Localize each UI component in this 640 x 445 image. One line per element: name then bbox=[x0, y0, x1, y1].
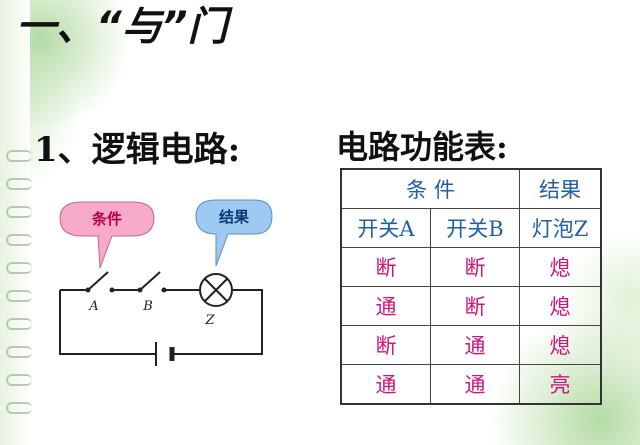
result-header: 结果 bbox=[519, 168, 602, 209]
table-cell: 亮 bbox=[519, 364, 602, 405]
table-cell: 断 bbox=[340, 247, 431, 287]
condition-bubble-label: 条件 bbox=[91, 210, 122, 228]
table-row: 通 通 亮 bbox=[340, 364, 602, 405]
binding-ring bbox=[6, 262, 32, 274]
binding-ring bbox=[6, 290, 32, 302]
table-cell: 熄 bbox=[519, 325, 602, 365]
switch-b-label: B bbox=[142, 299, 153, 314]
result-bubble bbox=[195, 199, 273, 267]
table-row: 通 断 熄 bbox=[340, 286, 602, 326]
column-header: 开关A bbox=[340, 208, 431, 248]
switch-b-contact bbox=[137, 287, 143, 293]
switch-a-contact bbox=[109, 287, 115, 293]
table-cell: 熄 bbox=[519, 286, 602, 326]
binding-ring bbox=[6, 206, 32, 218]
function-table: 条 件 结果 开关A 开关B 灯泡Z 断 断 熄 通 断 熄 断 通 熄 通 通… bbox=[340, 168, 602, 405]
binding-ring bbox=[6, 178, 32, 190]
switch-b-blade bbox=[139, 271, 161, 291]
switch-a-label: A bbox=[88, 299, 98, 314]
circuit-wire bbox=[59, 290, 156, 355]
table-row: 断 断 熄 bbox=[340, 247, 602, 287]
switch-a-blade bbox=[87, 271, 109, 291]
condition-group-header: 条 件 bbox=[340, 168, 520, 209]
and-gate-circuit-diagram: 条件 结果 A B Z bbox=[59, 199, 273, 366]
switch-b-contact bbox=[161, 287, 167, 293]
notebook-binding bbox=[0, 0, 32, 445]
table-heading: 电路功能表: bbox=[336, 128, 508, 166]
page-title: 一、“与”门 bbox=[16, 4, 228, 50]
table-cell: 通 bbox=[430, 325, 520, 365]
lamp-label: Z bbox=[204, 313, 215, 328]
table-cell: 熄 bbox=[519, 247, 602, 287]
circuit-wire bbox=[172, 289, 263, 355]
table-cell: 通 bbox=[340, 364, 431, 405]
battery-icon bbox=[155, 342, 175, 366]
binding-ring bbox=[6, 150, 32, 162]
condition-bubble bbox=[59, 201, 155, 269]
lamp-icon bbox=[199, 273, 233, 307]
table-cell: 断 bbox=[430, 247, 520, 287]
table-cell: 通 bbox=[430, 364, 520, 405]
table-row: 断 通 熄 bbox=[340, 325, 602, 365]
table-cell: 断 bbox=[430, 286, 520, 326]
column-header: 灯泡Z bbox=[519, 208, 602, 248]
table-cell: 断 bbox=[340, 325, 431, 365]
binding-ring bbox=[6, 374, 32, 386]
switch-a-contact bbox=[85, 287, 91, 293]
table-cell: 通 bbox=[340, 286, 431, 326]
table-column-row: 开关A 开关B 灯泡Z bbox=[340, 208, 602, 248]
binding-ring bbox=[6, 318, 32, 330]
table-header-row: 条 件 结果 bbox=[340, 168, 602, 209]
binding-ring bbox=[6, 234, 32, 246]
section-subtitle: 1、逻辑电路: bbox=[34, 130, 241, 170]
result-bubble-label: 结果 bbox=[219, 208, 250, 226]
binding-ring bbox=[6, 346, 32, 358]
binding-ring bbox=[6, 402, 32, 414]
column-header: 开关B bbox=[430, 208, 520, 248]
